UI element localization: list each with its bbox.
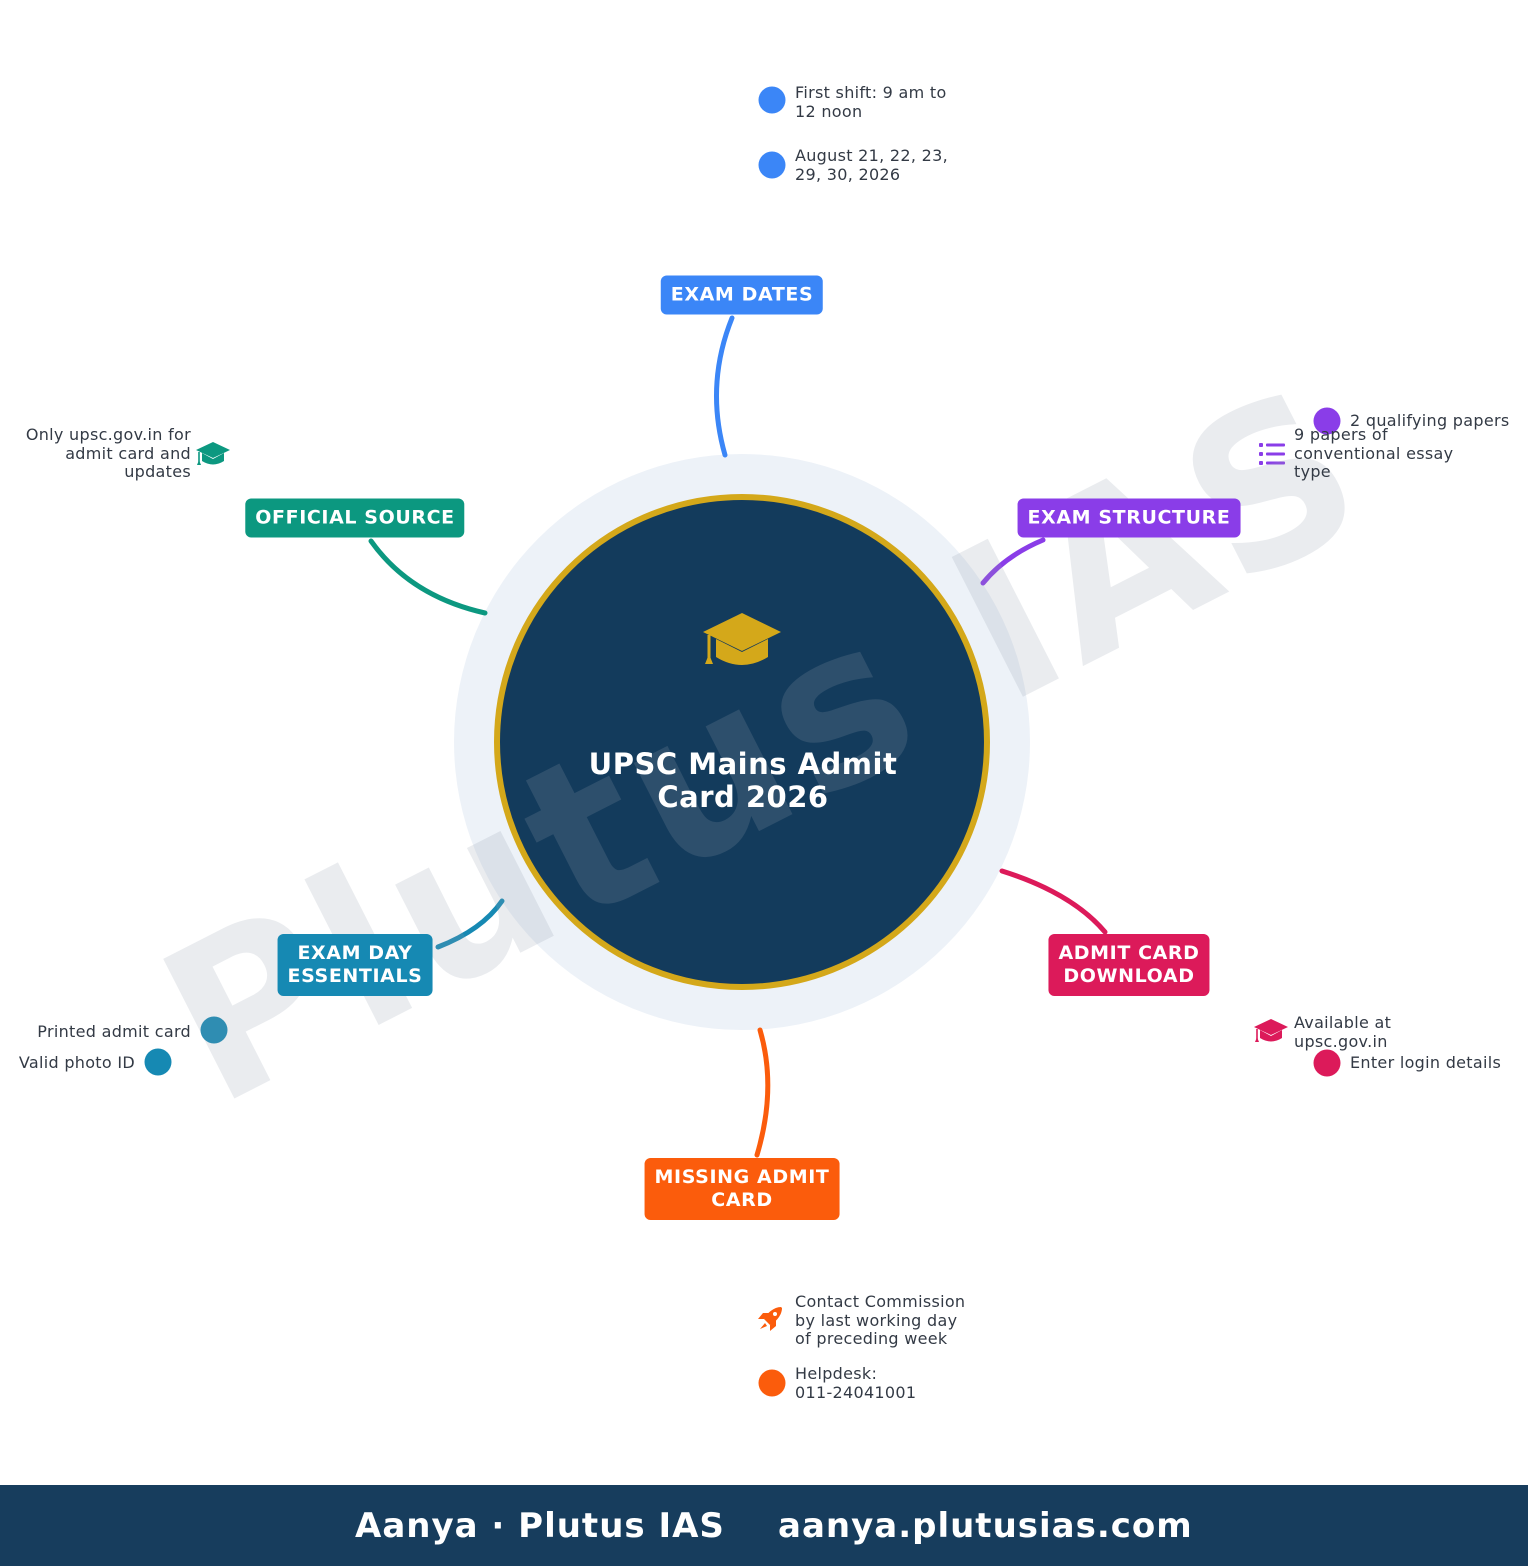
connector-exam-structure bbox=[980, 537, 1046, 586]
leaf-available-at: Available at upsc.gov.in bbox=[1294, 1013, 1392, 1051]
bullet-dot-icon bbox=[200, 1016, 228, 1044]
bullet-dot-icon bbox=[758, 1369, 786, 1397]
graduation-cap-icon bbox=[1254, 1019, 1288, 1042]
bullet-dot-icon bbox=[758, 86, 786, 114]
leaf-valid-photo-id: Valid photo ID bbox=[18, 1053, 135, 1072]
branch-admit-card-download[interactable]: ADMIT CARD DOWNLOAD bbox=[1048, 934, 1210, 996]
connector-exam-dates bbox=[713, 315, 735, 458]
branch-exam-structure[interactable]: EXAM STRUCTURE bbox=[1017, 498, 1241, 538]
connector-official-source bbox=[368, 538, 488, 616]
bullet-dot-icon bbox=[144, 1048, 172, 1076]
connector-admit-card-download bbox=[999, 868, 1108, 935]
leaf-printed-admit-card: Printed admit card bbox=[37, 1022, 191, 1041]
bullet-dot-icon bbox=[1313, 407, 1341, 435]
bullet-dot-icon bbox=[1313, 1049, 1341, 1077]
rocket-icon bbox=[758, 1307, 782, 1331]
leaf-icons bbox=[144, 86, 1341, 1397]
center-title: UPSC Mains Admit Card 2026 bbox=[588, 747, 898, 814]
list-icon bbox=[1259, 443, 1285, 465]
branch-exam-day-essentials[interactable]: EXAM DAY ESSENTIALS bbox=[277, 934, 433, 996]
leaf-contact-commission: Contact Commission by last working day o… bbox=[795, 1292, 966, 1348]
footer-bar: Aanya · Plutus IAS aanya.plutusias.com bbox=[0, 1485, 1528, 1566]
graduation-cap-icon bbox=[703, 613, 781, 665]
bullet-dot-icon bbox=[758, 151, 786, 179]
branch-missing-admit-card[interactable]: MISSING ADMIT CARD bbox=[644, 1158, 840, 1220]
branch-official-source[interactable]: OFFICIAL SOURCE bbox=[245, 498, 465, 538]
leaf-exam-dates-list: August 21, 22, 23, 29, 30, 2026 bbox=[795, 146, 948, 184]
connector-missing-admit-card bbox=[754, 1027, 771, 1158]
leaf-qualifying-papers: 2 qualifying papers bbox=[1350, 411, 1510, 430]
footer-author: Aanya · Plutus IAS bbox=[355, 1506, 725, 1546]
leaf-first-shift: First shift: 9 am to 12 noon bbox=[795, 83, 947, 121]
connector-exam-day-essentials bbox=[435, 898, 505, 950]
leaf-login-details: Enter login details bbox=[1350, 1053, 1502, 1072]
graduation-cap-icon bbox=[196, 442, 230, 465]
leaf-official-website: Only upsc.gov.in for admit card and upda… bbox=[25, 425, 191, 481]
branch-exam-dates[interactable]: EXAM DATES bbox=[660, 275, 824, 315]
center-circle bbox=[494, 494, 990, 990]
leaf-helpdesk: Helpdesk: 011-24041001 bbox=[795, 1364, 917, 1402]
leaf-essay-papers: 9 papers of conventional essay type bbox=[1294, 425, 1454, 481]
footer-website[interactable]: aanya.plutusias.com bbox=[778, 1506, 1193, 1546]
connector-lines bbox=[368, 315, 1108, 1158]
